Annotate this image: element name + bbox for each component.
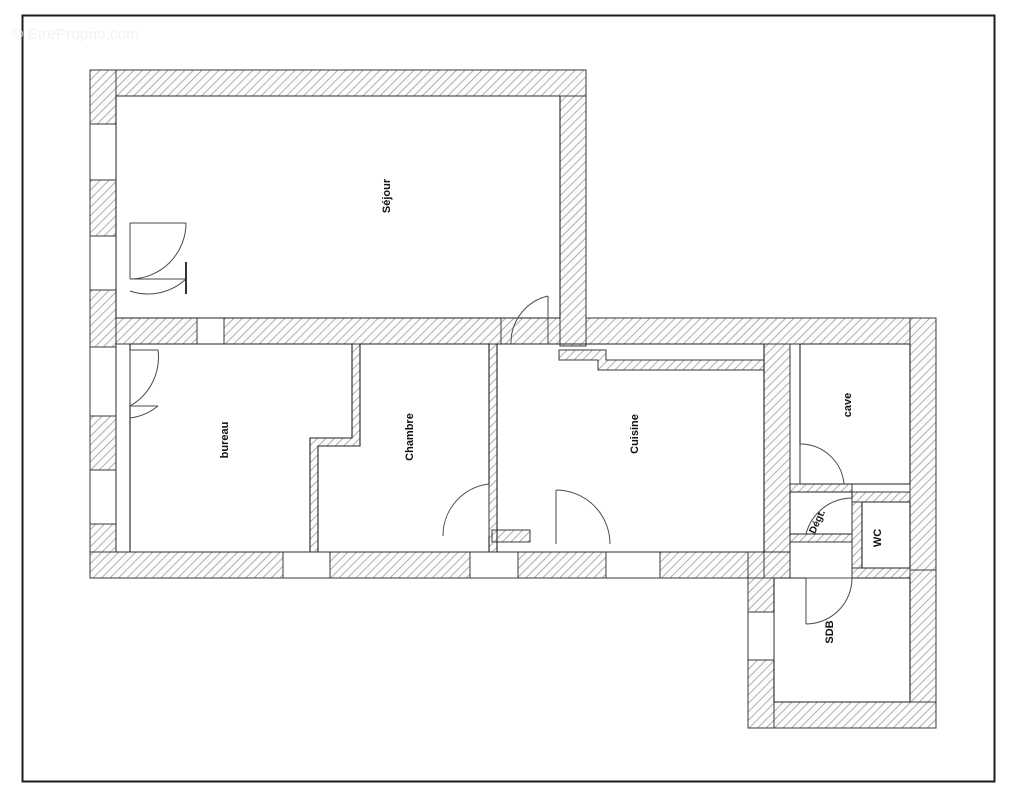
wall-wc-top <box>851 491 911 503</box>
window-bottom-2 <box>469 551 519 579</box>
door-sdb <box>805 577 853 625</box>
door-bureau-left-2 <box>129 405 159 419</box>
room-label-cuisine: Cuisine <box>629 414 641 454</box>
outline-sdb <box>773 577 911 703</box>
wall-bottom-seg-1 <box>89 551 284 579</box>
room-label-wc: WC <box>872 529 884 547</box>
wall-left-pier-4 <box>89 415 117 471</box>
window-sdb-left <box>747 611 775 661</box>
wall-top-right-wing <box>585 317 937 345</box>
wall-threshold-chambre <box>491 529 531 543</box>
room-label-bureau: bureau <box>219 422 231 459</box>
wall-corridor-bottom <box>789 533 853 543</box>
door-sejour-cuisine <box>510 295 549 345</box>
wall-top-sejour <box>90 69 587 97</box>
room-label-cave: cave <box>842 393 854 417</box>
wall-sejour-right <box>559 95 587 347</box>
door-cave <box>799 443 845 485</box>
wall-left-pier-3 <box>89 289 117 348</box>
wall-sdb-left-lower <box>747 659 775 729</box>
wall-bottom-seg-2 <box>329 551 471 579</box>
wall-bottom-seg-3 <box>517 551 607 579</box>
outline-wc <box>861 501 911 569</box>
window-left-4 <box>89 469 117 525</box>
wall-left-pier-2 <box>89 179 117 237</box>
wall-bottom-seg-4 <box>659 551 749 579</box>
door-bureau-left <box>129 349 159 407</box>
window-left-2 <box>89 235 117 291</box>
window-left-1 <box>89 123 117 181</box>
door-chambre <box>442 483 490 537</box>
wall-corridor-top <box>789 483 853 493</box>
wall-mid-horizontal <box>115 317 198 345</box>
door-cuisine <box>555 489 611 545</box>
wall-chambre-cuisine <box>488 343 498 553</box>
room-label-sdb: SDB <box>824 620 836 643</box>
image-frame <box>21 14 996 783</box>
room-label-chambre: Chambre <box>404 413 416 461</box>
window-bottom-1 <box>282 551 331 579</box>
wall-mid-horizontal-b <box>223 317 502 345</box>
room-label-sejour: Séjour <box>381 178 393 213</box>
window-left-3 <box>89 346 117 417</box>
wall-mid-horizontal-c <box>500 317 561 345</box>
door-degt <box>805 497 853 535</box>
wall-wc-left <box>851 491 863 579</box>
door-sejour-left-2 <box>129 278 187 295</box>
wall-right-exterior-upper <box>909 317 937 587</box>
wall-inner-face-group <box>115 95 791 578</box>
wall-cuisine-right <box>763 343 791 579</box>
door-sejour-left-1 <box>129 222 187 280</box>
wall-wc-bottom <box>851 567 911 579</box>
room-label-group: Séjour bureau Chambre Cuisine cave WC Dé… <box>219 178 884 643</box>
wall-left-pier-1 <box>89 69 117 125</box>
watermark-text: © EtreProprio.com <box>12 26 139 43</box>
wall-sdb-bottom <box>747 701 937 729</box>
outline-cave <box>799 343 911 485</box>
window-bottom-3 <box>605 551 661 579</box>
door-group <box>129 222 853 625</box>
